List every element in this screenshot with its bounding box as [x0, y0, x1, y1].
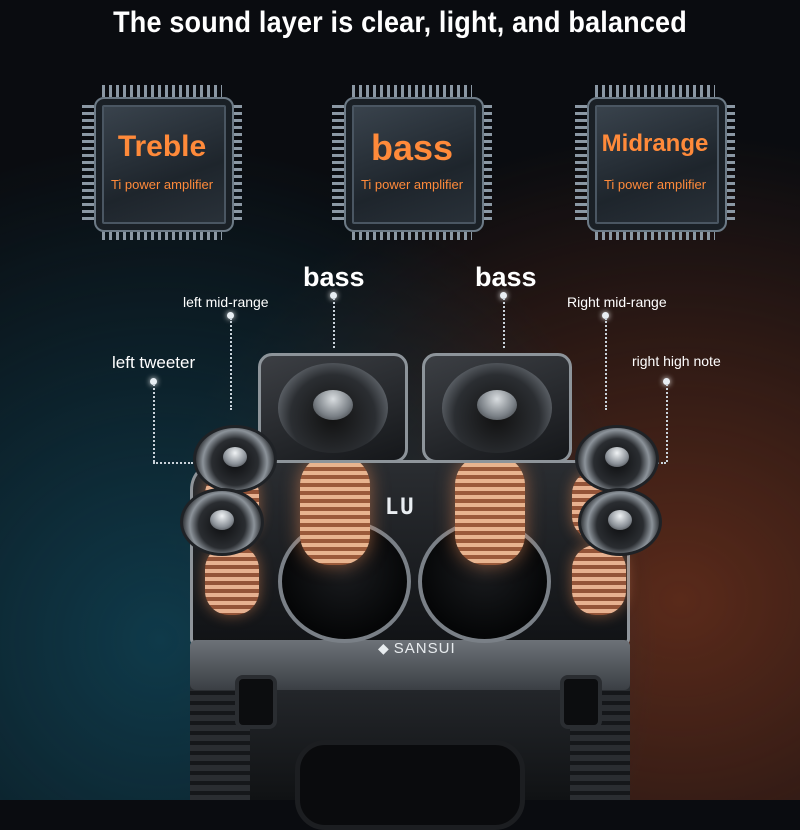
woofer-icon	[422, 353, 572, 463]
leader-line-right-high	[666, 384, 668, 462]
tweeter-cap	[210, 510, 234, 530]
tweeter-coil-right-bottom	[572, 545, 626, 615]
leader-dot	[602, 312, 609, 319]
tweeter-icon	[575, 425, 659, 493]
woofer-dust-cap	[313, 390, 353, 420]
leader-dot	[500, 292, 507, 299]
callout-bass-left: bass	[303, 262, 365, 292]
chip-icon	[94, 97, 234, 232]
side-handle-right	[560, 675, 602, 729]
cabinet-top	[190, 460, 630, 645]
chip-subtitle: Ti power amplifier	[360, 177, 464, 192]
callout-right-high-note: right high note	[632, 353, 721, 369]
chip-title: Midrange	[601, 130, 709, 157]
tweeter-cap	[605, 447, 629, 467]
callout-left-tweeter: left tweeter	[112, 353, 196, 372]
callout-right-mid-range: Right mid-range	[567, 294, 667, 310]
leader-line-bass-left	[333, 298, 335, 348]
chip-treble: Treble Ti power amplifier	[82, 85, 242, 240]
chip-title: Treble	[117, 130, 207, 163]
chip-title: bass	[370, 127, 454, 168]
chip-bass: bass Ti power amplifier	[332, 85, 492, 240]
chip-icon	[587, 97, 727, 232]
brand-logo-icon: ◆	[378, 640, 390, 656]
tweeter-icon	[180, 488, 264, 556]
leader-line-bass-right	[503, 298, 505, 348]
callout-left-mid-range: left mid-range	[183, 294, 269, 310]
leader-line-right-mid	[605, 318, 607, 410]
chip-pins-left	[575, 105, 587, 220]
woofer-coil-left	[300, 455, 370, 565]
chip-pins-left	[82, 105, 94, 220]
chip-pins-top	[102, 85, 222, 97]
woofer-dust-cap	[477, 390, 517, 420]
chip-midrange: Midrange Ti power amplifier	[575, 85, 735, 240]
tweeter-cap	[608, 510, 632, 530]
tweeter-icon	[193, 425, 277, 493]
leader-dot	[227, 312, 234, 319]
callout-bass-right: bass	[475, 262, 537, 292]
leader-line-left-tweeter	[153, 384, 155, 462]
leader-dot	[330, 292, 337, 299]
tweeter-icon	[578, 488, 662, 556]
chip-pins-top	[352, 85, 472, 97]
brand-name: SANSUI	[393, 640, 456, 657]
woofer-coil-right	[455, 455, 525, 565]
chip-subtitle: Ti power amplifier	[603, 177, 707, 192]
leader-line-left-mid	[230, 318, 232, 410]
led-display: LU	[385, 495, 416, 520]
chip-pins-top	[595, 85, 715, 97]
side-handle-left	[235, 675, 277, 729]
leader-dot	[663, 378, 670, 385]
chip-subtitle: Ti power amplifier	[110, 177, 214, 192]
chip-pins-left	[332, 105, 344, 220]
leader-line-left-tweeter-h	[153, 462, 193, 464]
speaker-base	[295, 740, 525, 830]
headline: The sound layer is clear, light, and bal…	[113, 6, 687, 39]
tweeter-cap	[223, 447, 247, 467]
woofer-icon	[258, 353, 408, 463]
tweeter-coil-left-bottom	[205, 545, 259, 615]
chip-icon	[344, 97, 484, 232]
brand-label: ◆SANSUI	[378, 640, 456, 657]
leader-dot	[150, 378, 157, 385]
